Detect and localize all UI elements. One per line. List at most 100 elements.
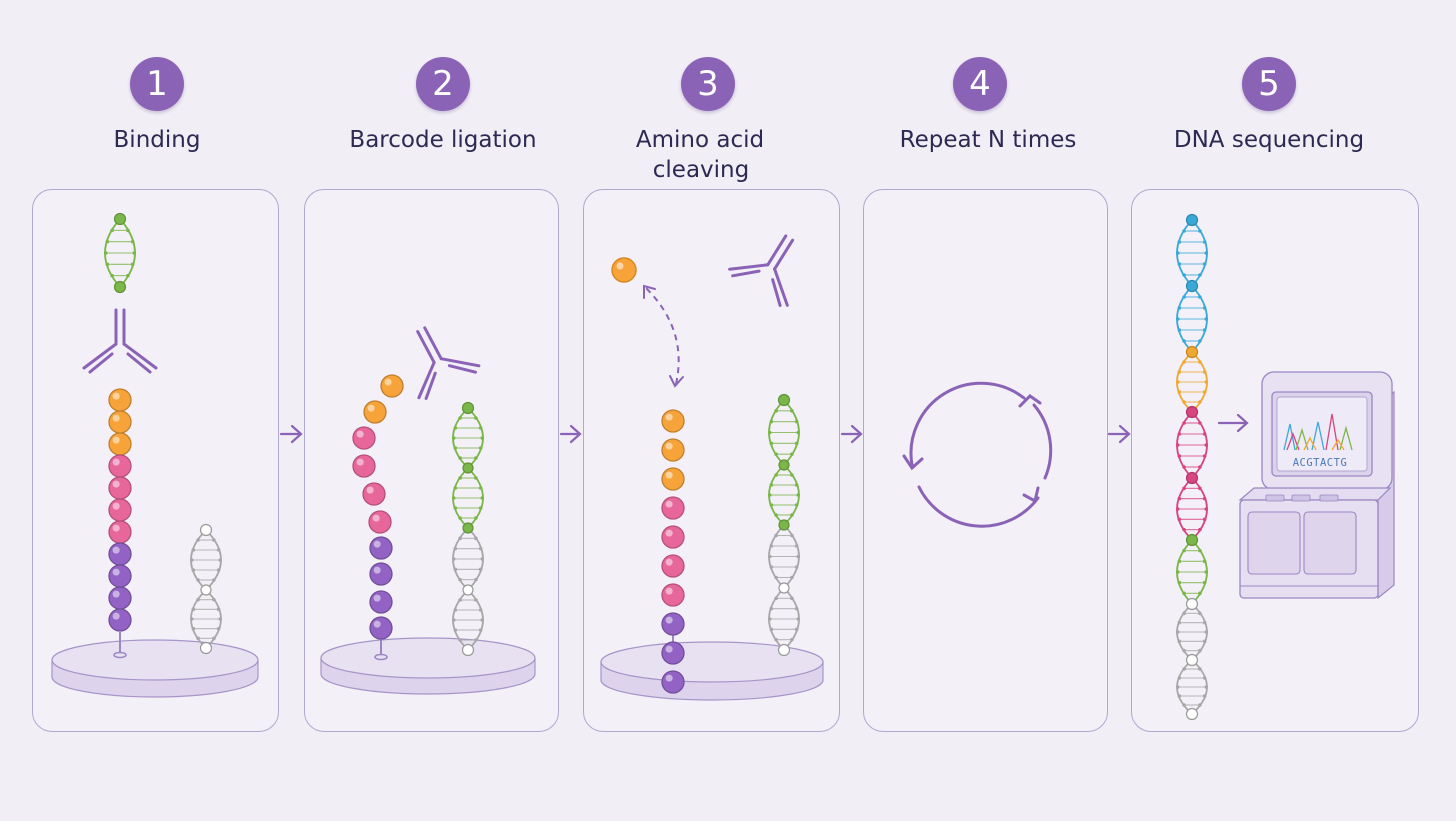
amino-acid-bead [380, 374, 404, 398]
amino-acid-bead [108, 476, 132, 500]
dna-node [462, 462, 474, 474]
amino-acid-bead [369, 536, 393, 560]
dna-barcode-segment [1175, 219, 1209, 287]
dna-barcode-segment [451, 467, 485, 529]
dna-node [113, 212, 127, 226]
dna-node [113, 280, 127, 294]
step-3-title-line2: cleaving [652, 157, 750, 183]
step-3-title: Amino acid cleaving [600, 125, 800, 185]
dna-node [777, 643, 791, 657]
step-4-number: 4 [953, 57, 1007, 111]
amino-acid-bead [661, 554, 685, 578]
step-1-title: Binding [113, 127, 201, 153]
dna-barcode-segment [767, 399, 801, 466]
amino-acid-bead [352, 454, 376, 478]
dna-node [1185, 279, 1199, 293]
dna-node [1185, 597, 1199, 611]
dna-barcode-segment [189, 589, 223, 649]
dna-node [778, 582, 790, 594]
amino-acid-bead [108, 542, 132, 566]
platform-2 [320, 637, 536, 695]
dna-barcode-segment [451, 589, 485, 651]
dna-node [200, 584, 212, 596]
amino-acid-bead [661, 496, 685, 520]
step-3-number: 3 [681, 57, 735, 111]
sequencer-readout: ACGTACTG [1293, 457, 1348, 469]
amino-acid-bead [661, 409, 685, 433]
amino-acid-bead [369, 590, 393, 614]
dna-barcode-segment [451, 527, 485, 591]
amino-acid-bead [108, 520, 132, 544]
amino-acid-bead [108, 410, 132, 434]
dna-barcode-segment [1175, 477, 1209, 541]
dna-barcode-segment [1175, 351, 1209, 413]
amino-acid-bead [661, 670, 685, 694]
cleaved-amino-acid [611, 257, 637, 283]
sequencing-arrow [1217, 413, 1249, 433]
amino-acid-bead [661, 612, 685, 636]
amino-acid-bead [108, 498, 132, 522]
panel-repeat [863, 189, 1108, 732]
dna-node [461, 401, 475, 415]
repeat-cycle-icon [902, 381, 1053, 528]
dna-node [1185, 653, 1199, 667]
dna-node [778, 459, 790, 471]
platform-3 [600, 641, 824, 701]
flow-arrow-2-3 [559, 424, 582, 444]
dna-barcode-segment [1175, 603, 1209, 661]
step-5-number: 5 [1242, 57, 1296, 111]
amino-acid-bead [661, 525, 685, 549]
dna-node [1185, 405, 1199, 419]
dna-node [778, 519, 790, 531]
step-2-title: Barcode ligation [349, 127, 537, 153]
dna-barcode-segment [1175, 659, 1209, 715]
chromatogram-traces [1283, 413, 1353, 451]
dna-node [462, 522, 474, 534]
dna-barcode-segment [767, 587, 801, 651]
platform-1 [51, 639, 259, 698]
amino-acid-bead [108, 564, 132, 588]
dna-sequencer-machine [1238, 371, 1395, 600]
step-4-title: Repeat N times [899, 127, 1077, 153]
amino-acid-bead [661, 583, 685, 607]
cleave-arrow [645, 287, 680, 385]
antibody-panel-1 [82, 308, 158, 374]
dna-node [777, 393, 791, 407]
dna-node [462, 584, 474, 596]
amino-acid-bead [661, 641, 685, 665]
dna-node [1185, 471, 1199, 485]
dna-barcode-segment [103, 218, 137, 288]
amino-acid-bead [363, 400, 387, 424]
dna-node [199, 523, 213, 537]
amino-acid-bead [661, 467, 685, 491]
dna-barcode-segment [1175, 539, 1209, 605]
dna-barcode-segment [1175, 285, 1209, 353]
dna-node [199, 641, 213, 655]
amino-acid-bead [352, 426, 376, 450]
dna-barcode-segment [451, 407, 485, 469]
dna-barcode-segment [1175, 411, 1209, 479]
dna-node [1185, 707, 1199, 721]
dna-node [461, 643, 475, 657]
amino-acid-bead [108, 608, 132, 632]
amino-acid-bead [369, 616, 393, 640]
amino-acid-bead [368, 510, 392, 534]
amino-acid-bead [362, 482, 386, 506]
dna-barcode-segment [767, 464, 801, 526]
dna-barcode-segment [767, 524, 801, 589]
flow-arrow-1-2 [279, 424, 303, 444]
amino-acid-bead [369, 562, 393, 586]
dna-node [1185, 213, 1199, 227]
flow-arrow-3-4 [840, 424, 863, 444]
dna-barcode-segment [189, 529, 223, 591]
flow-arrow-4-5 [1107, 424, 1131, 444]
step-3-title-line1: Amino acid [635, 127, 765, 153]
dna-node [1185, 533, 1199, 547]
step-2-number: 2 [416, 57, 470, 111]
amino-acid-bead [108, 388, 132, 412]
dna-node [1185, 345, 1199, 359]
amino-acid-bead [661, 438, 685, 462]
step-5-title: DNA sequencing [1173, 127, 1365, 153]
amino-acid-bead [108, 454, 132, 478]
